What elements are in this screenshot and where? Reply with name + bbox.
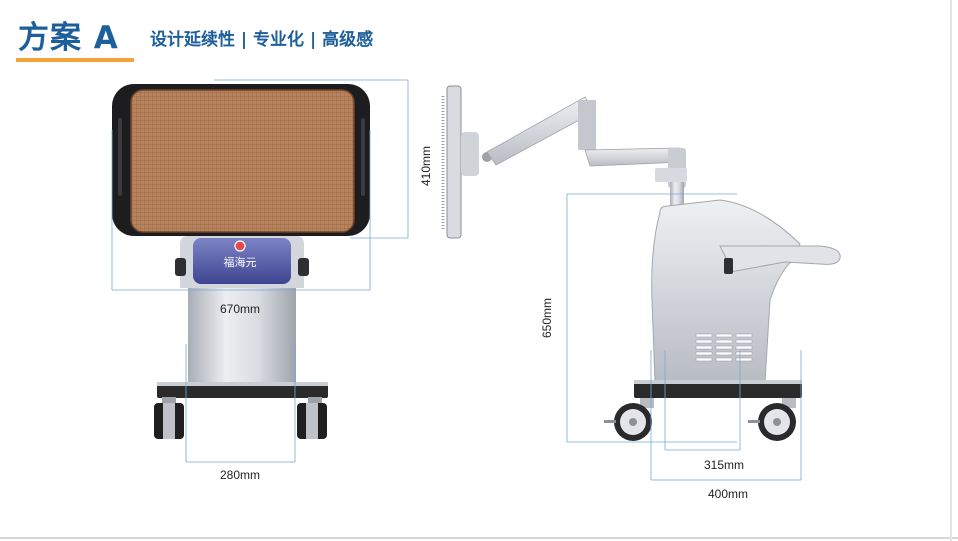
side-right-wheel — [748, 398, 796, 441]
front-column — [188, 258, 296, 384]
dim-screen-height: 410mm — [419, 146, 433, 186]
page-subtitle: 设计延续性 | 专业化 | 高级感 — [150, 30, 374, 50]
brand-logo-icon — [234, 240, 246, 252]
arm-collar — [655, 168, 687, 182]
front-right-handle — [298, 258, 309, 276]
dim-outer-wheelbase: 400mm — [708, 487, 748, 501]
side-base-plate — [634, 382, 802, 398]
brand-text: 福海元 — [224, 255, 257, 269]
side-view: 650mm 315mm 400mm — [441, 85, 841, 501]
dim-height: 650mm — [540, 298, 554, 338]
dim-base-width: 280mm — [220, 468, 260, 482]
side-tray-handle — [719, 245, 841, 273]
front-left-caster — [154, 397, 184, 439]
dim-width: 670mm — [220, 302, 260, 316]
front-view: 福海元 — [111, 79, 433, 482]
arm-elbow — [578, 100, 596, 150]
screen-mount — [461, 132, 479, 176]
screen-right-handle — [361, 118, 365, 196]
brand-panel — [193, 238, 291, 284]
side-base-trim — [634, 380, 802, 384]
side-dimension-lines — [566, 193, 802, 481]
side-vent-grille — [695, 333, 753, 362]
title-underline — [16, 58, 134, 62]
screen-left-handle — [118, 118, 122, 196]
side-left-wheel — [604, 398, 654, 441]
front-right-caster — [297, 397, 327, 439]
dim-inner-wheelbase: 315mm — [704, 458, 744, 472]
right-divider — [950, 0, 952, 541]
page-title: 方案 A — [18, 20, 119, 56]
front-dimension-lines — [111, 79, 409, 463]
side-handle-grip — [724, 258, 733, 274]
front-left-handle — [175, 258, 186, 276]
bottom-divider — [0, 537, 958, 539]
side-screen-edge — [446, 85, 462, 239]
front-base-trim — [157, 382, 328, 386]
header: 方案 A 设计延续性 | 专业化 | 高级感 — [0, 0, 958, 70]
front-base-plate — [157, 384, 328, 398]
upper-arm — [486, 96, 595, 166]
heating-panel — [130, 89, 355, 233]
